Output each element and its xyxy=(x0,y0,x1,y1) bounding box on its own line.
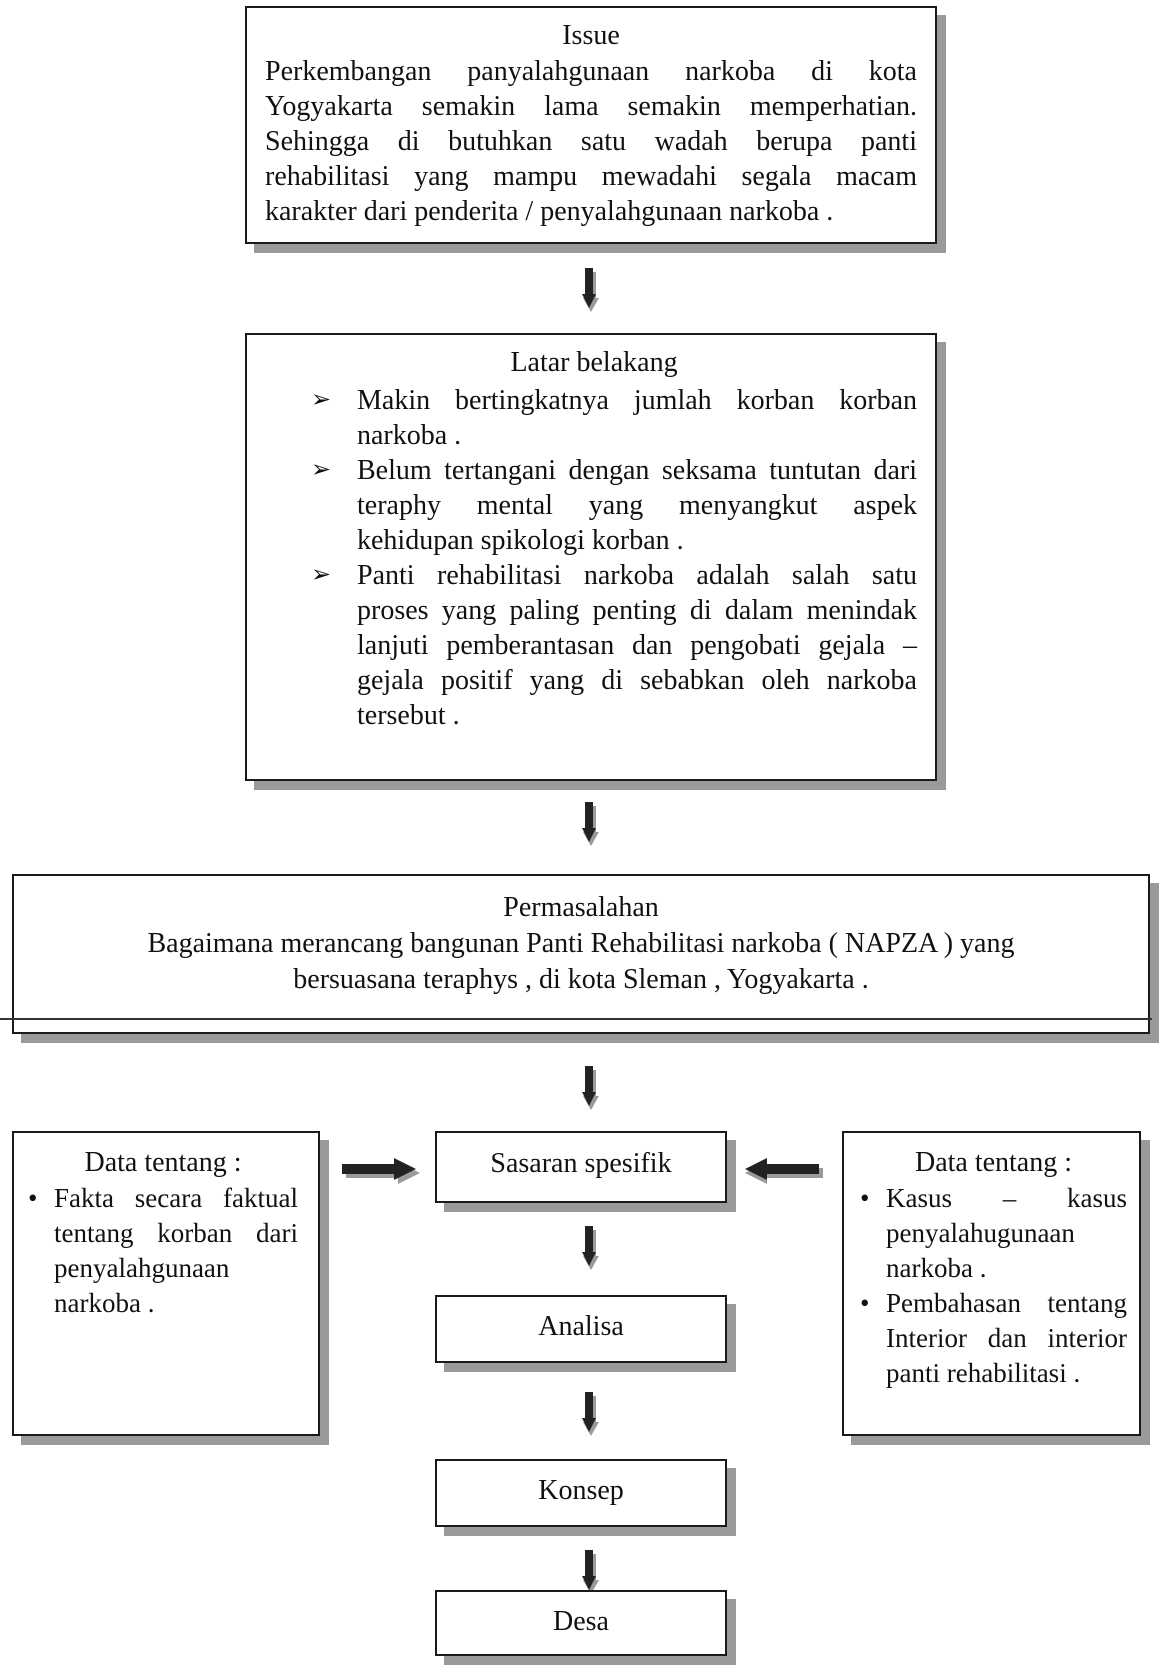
latar-belakang-list: ➢Makin bertingkatnya jumlah korban korba… xyxy=(311,383,917,733)
bullet-icon: • xyxy=(860,1288,870,1318)
down-arrow-icon xyxy=(582,802,599,846)
arrowhead-bullet-icon: ➢ xyxy=(311,562,332,588)
left-arrow-icon xyxy=(745,1158,823,1184)
latar-belakang-title: Latar belakang xyxy=(510,347,678,378)
list-item: •Pembahasan tentang Interior dan interio… xyxy=(860,1288,1127,1388)
issue-body: Perkembangan panyalahgunaan narkoba di k… xyxy=(265,56,917,227)
desa-box: Desa xyxy=(435,1590,727,1656)
arrowhead-bullet-icon: ➢ xyxy=(311,457,332,483)
data-right-title: Data tentang : xyxy=(914,1147,1073,1178)
konsep-label: Konsep xyxy=(538,1475,624,1506)
issue-title: Issue xyxy=(562,20,620,51)
data-left-title: Data tentang : xyxy=(84,1147,242,1178)
permasalahan-box: Permasalahan Bagaimana merancang banguna… xyxy=(12,874,1150,1034)
desa-label: Desa xyxy=(553,1606,609,1637)
issue-box: Issue Perkembangan panyalahgunaan narkob… xyxy=(245,6,937,244)
data-right-box: Data tentang : •Kasus – kasus penyalahug… xyxy=(842,1131,1141,1436)
sasaran-spesifik-box: Sasaran spesifik xyxy=(435,1131,727,1203)
analisa-box: Analisa xyxy=(435,1295,727,1363)
analisa-label: Analisa xyxy=(538,1311,624,1342)
permasalahan-title: Permasalahan xyxy=(503,892,659,923)
right-arrow-icon xyxy=(342,1158,420,1184)
down-arrow-icon xyxy=(582,1066,599,1110)
down-arrow-icon xyxy=(582,1550,599,1594)
data-left-box: Data tentang : •Fakta secara faktual ten… xyxy=(12,1131,320,1436)
list-item: ➢Panti rehabilitasi narkoba adalah salah… xyxy=(311,560,917,731)
list-item: •Kasus – kasus penyalahugunaan narkoba . xyxy=(860,1183,1127,1283)
data-right-list: •Kasus – kasus penyalahugunaan narkoba .… xyxy=(860,1181,1127,1391)
list-item: ➢Belum tertangani dengan seksama tuntuta… xyxy=(311,455,917,556)
sasaran-spesifik-label: Sasaran spesifik xyxy=(490,1148,672,1179)
latar-belakang-box: Latar belakang ➢Makin bertingkatnya juml… xyxy=(245,333,937,781)
list-item: •Fakta secara faktual tentang korban dar… xyxy=(28,1183,298,1318)
konsep-box: Konsep xyxy=(435,1459,727,1527)
down-arrow-icon xyxy=(582,1226,599,1270)
list-item: ➢Makin bertingkatnya jumlah korban korba… xyxy=(311,385,917,451)
bullet-icon: • xyxy=(28,1183,38,1213)
divider-line xyxy=(0,1018,1152,1020)
arrowhead-bullet-icon: ➢ xyxy=(311,387,332,413)
data-left-list: •Fakta secara faktual tentang korban dar… xyxy=(28,1181,298,1321)
bullet-icon: • xyxy=(860,1183,870,1213)
permasalahan-body: Bagaimana merancang bangunan Panti Rehab… xyxy=(147,928,1015,995)
down-arrow-icon xyxy=(582,1392,599,1436)
down-arrow-icon xyxy=(582,268,599,312)
